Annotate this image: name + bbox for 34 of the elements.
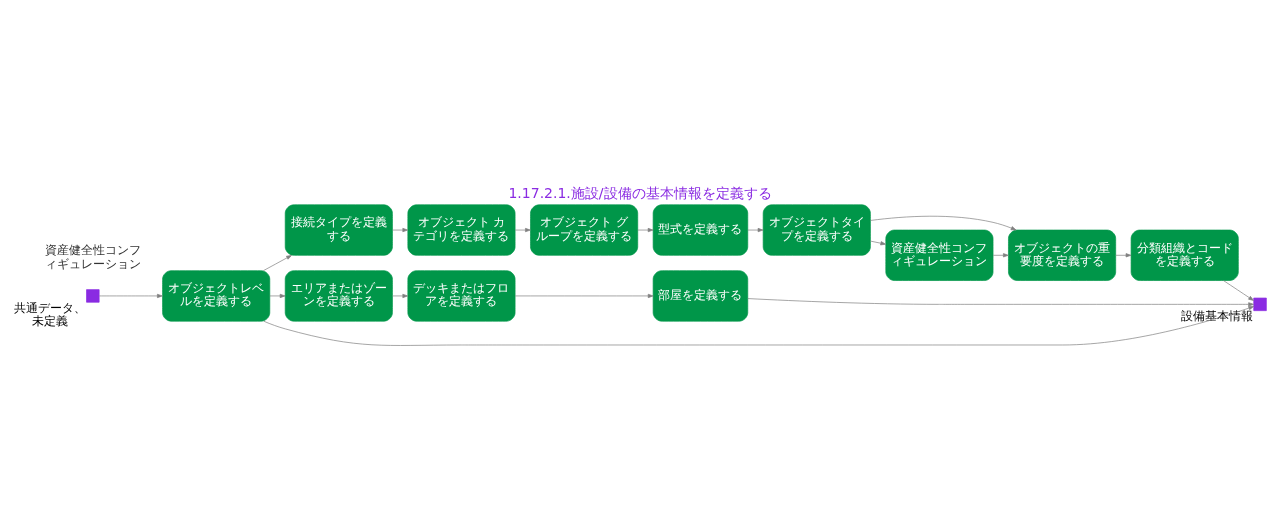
arrow — [263, 255, 292, 271]
arrow — [392, 228, 409, 233]
node-box: 分類組織とコードを定義する — [1130, 229, 1239, 281]
node-box: オブジェクトの重要度を定義する — [1008, 229, 1117, 281]
node-box: オブジェクト カテゴリを定義する — [407, 204, 516, 256]
arrow — [747, 228, 764, 233]
arrow — [269, 293, 286, 298]
diagram-title: 1.17.2.1.施設/設備の基本情報を定義する — [508, 184, 772, 201]
label: 資産健全性コンフィギュレーション — [44, 243, 141, 271]
node-box — [86, 289, 100, 303]
arrow — [514, 293, 654, 298]
node-box: 型式を定義する — [652, 204, 749, 256]
node-label: 設備基本情報 — [1181, 309, 1254, 324]
node-box: オブジェクト グループを定義する — [530, 204, 639, 256]
node-box: デッキまたはフロアを定義する — [407, 270, 516, 322]
node-box: エリアまたはゾーンを定義する — [284, 270, 393, 322]
arrow — [99, 293, 163, 298]
node-label: 共通データ、未定義 — [14, 300, 87, 329]
arrow — [870, 215, 1017, 231]
node-box: オブジェクトタイプを定義する — [762, 204, 871, 256]
arrow — [747, 298, 1254, 307]
arrow — [870, 240, 886, 246]
arrow — [392, 293, 409, 298]
arrow — [263, 306, 1254, 346]
arrow — [1115, 253, 1132, 258]
node-box: 部屋を定義する — [652, 270, 749, 322]
node-box: 接続タイプを定義する — [284, 204, 393, 256]
arrow — [1223, 280, 1254, 301]
arrow — [514, 228, 531, 233]
node-box: オブジェクトレベルを定義する — [162, 270, 271, 322]
arrow — [992, 253, 1009, 258]
node-box — [1253, 297, 1267, 311]
node-box: 資産健全性コンフィギュレーション — [885, 229, 994, 281]
arrow — [637, 228, 654, 233]
